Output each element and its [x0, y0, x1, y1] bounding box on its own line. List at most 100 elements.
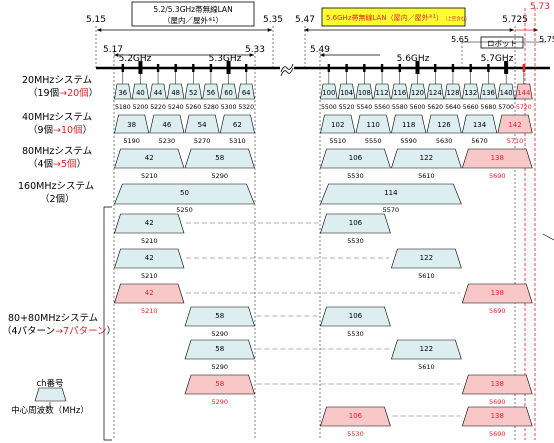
pair1-b-label: 122: [420, 254, 433, 262]
freq20-label-5620: 5620: [427, 104, 443, 111]
ch20-label-36: 36: [118, 89, 127, 97]
axis-tick-52: [192, 64, 195, 72]
freq40-label-5230: 5230: [159, 137, 176, 145]
freq80-label-5210: 5210: [141, 172, 158, 180]
axis-tick-132: [469, 64, 472, 72]
ch80-label-122: 122: [420, 154, 433, 162]
ch20-52: [184, 83, 202, 100]
ch20-label-116: 116: [393, 89, 406, 97]
label-80mhz-system: 80MHzシステム: [22, 146, 92, 157]
ch80-label-58: 58: [215, 154, 224, 162]
ch20-112: [373, 83, 391, 100]
freq20-label-5200: 5200: [133, 104, 149, 111]
pair2-a-label: 42: [145, 289, 154, 297]
ch40-110: [355, 114, 391, 134]
freq-label-5-33: 5.33: [245, 45, 265, 55]
pair3-b-label: 106: [349, 312, 363, 320]
pair4-a-label: 58: [215, 345, 224, 353]
ghz-label-5-2: 5.2GHz: [119, 54, 152, 64]
ch20-56: [202, 83, 220, 100]
ghz-label-5-3: 5.3GHz: [209, 54, 242, 64]
pair5-a-58: [184, 374, 255, 395]
ch20-132: [461, 83, 480, 100]
ch40-label-126: 126: [437, 121, 451, 129]
ch40-label-62: 62: [233, 121, 242, 129]
upper-band-box: [321, 7, 466, 27]
ch20-label-120: 120: [411, 89, 424, 97]
ch20-label-112: 112: [376, 89, 389, 97]
pair4-a-freq: 5290: [211, 363, 228, 371]
ch20-136: [479, 83, 498, 100]
freq20-label-5680: 5680: [481, 104, 497, 111]
bracket-8080: [103, 206, 112, 441]
ch80-122: [390, 148, 462, 169]
axis-tick-64: [244, 64, 248, 72]
pair3-b-106: [320, 306, 391, 327]
upper-band-label: 5.6GHz帯無線LAN（屋内／屋外※1）（上空含む）: [326, 13, 470, 22]
lower-band-line2: （屋内／屋外※1）: [163, 15, 223, 25]
freq-label-5-15: 5.15: [86, 15, 106, 25]
pair4-b-freq: 5610: [418, 363, 435, 371]
axis-tick-136: [487, 64, 490, 72]
freq20-label-5180: 5180: [115, 104, 131, 111]
freq20-label-5660: 5660: [463, 104, 479, 111]
freq-label-5-725: 5.725: [502, 15, 528, 25]
guide-lines: [95, 26, 516, 440]
ch20-label-40: 40: [136, 89, 145, 97]
pair6-a-106: [320, 406, 391, 427]
ch20-label-108: 108: [358, 89, 371, 97]
ch40-134: [461, 114, 498, 134]
freq20-label-5600: 5600: [410, 104, 426, 111]
ch40-118: [391, 114, 427, 134]
ch40-142: [497, 114, 533, 134]
ch80-58: [184, 148, 255, 169]
ch20-label-132: 132: [464, 89, 477, 97]
freq40-label-5710: 5710: [507, 137, 524, 145]
ch20-label-104: 104: [340, 89, 353, 97]
freq160-label-5250: 5250: [176, 206, 193, 214]
pair0-a-label: 42: [145, 219, 154, 227]
pair6-a-freq: 5530: [347, 430, 364, 438]
pair4-b-label: 122: [420, 345, 433, 353]
label-160mhz-system: 160MHzシステム: [18, 181, 94, 192]
label-40mhz-system: 40MHzシステム: [22, 112, 92, 123]
label-160mhz-count: （2個）: [40, 193, 75, 205]
freq40-label-5310: 5310: [229, 137, 246, 145]
freq40-label-5510: 5510: [329, 137, 346, 145]
freq20-label-5220: 5220: [150, 104, 166, 111]
pair3-a-label: 58: [215, 312, 224, 320]
axis-tick-128: [451, 64, 455, 72]
ch20-40: [131, 83, 150, 100]
robot-band-box: [480, 36, 524, 49]
ch20-label-124: 124: [429, 89, 442, 97]
freq-label-5-47: 5.47: [295, 15, 315, 25]
ch80-label-106: 106: [349, 154, 363, 162]
pair3-a-freq: 5290: [211, 330, 228, 338]
red-guide-lines: [524, 8, 536, 440]
axis-tick-48: [174, 64, 177, 72]
ghz-marker-3: [504, 61, 509, 74]
ch40-46: [149, 114, 185, 134]
freq40-label-5590: 5590: [400, 137, 417, 145]
callout-line: [542, 233, 554, 241]
pair2-a-freq: 5210: [141, 307, 158, 315]
ch20-140: [497, 83, 515, 100]
axis-tick-36: [121, 64, 125, 72]
freq40-label-5270: 5270: [194, 137, 211, 145]
pair0-a-freq: 5210: [141, 237, 158, 245]
ch40-126: [426, 114, 462, 134]
pair5-a-freq: 5290: [211, 398, 228, 406]
freq20-label-5640: 5640: [445, 104, 461, 111]
pair5-a-label: 58: [215, 380, 224, 388]
axis-tick-108: [363, 64, 366, 72]
ch160-114: [320, 183, 462, 205]
pair2-b-freq: 5690: [489, 307, 506, 315]
pair6-b-freq: 5690: [489, 430, 506, 438]
freq20-label-5580: 5580: [392, 104, 408, 111]
freq80-label-5690: 5690: [489, 172, 506, 180]
axis-tick-116: [398, 64, 401, 72]
ch20-128: [444, 83, 462, 100]
ch40-54: [184, 114, 220, 134]
ch40-62: [219, 114, 255, 134]
